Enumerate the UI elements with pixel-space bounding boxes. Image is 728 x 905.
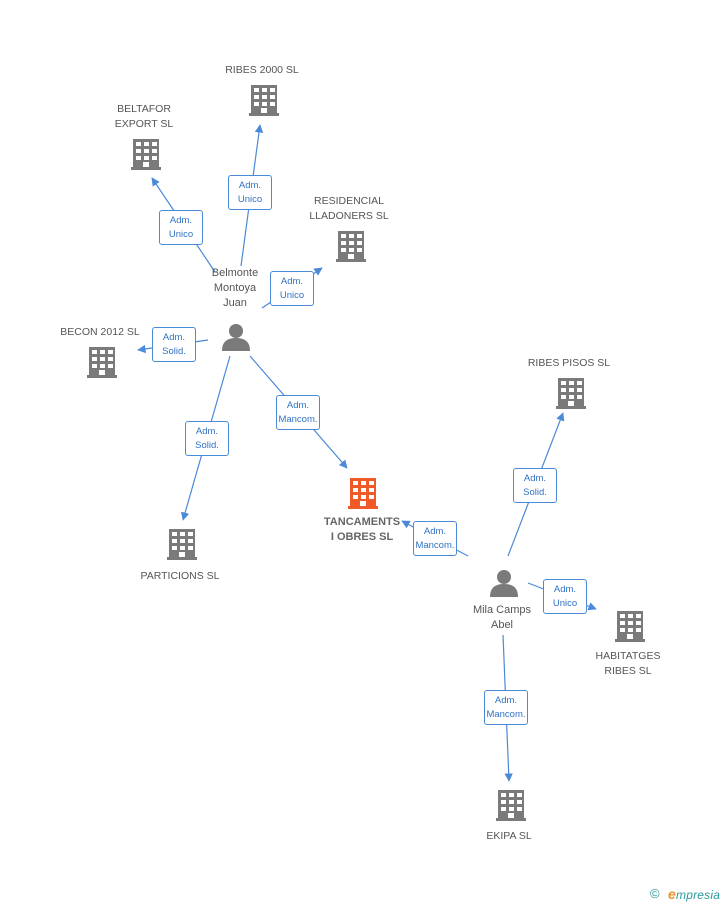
role-badge-particions: Adm. Solid. (185, 421, 229, 456)
company-label-habitatges[interactable]: HABITATGES RIBES SL (595, 650, 661, 677)
company-label-ribes-2000[interactable]: RIBES 2000 SL (225, 64, 299, 76)
company-building-icon (336, 231, 366, 262)
role-badge-residencial: Adm. Unico (270, 271, 314, 306)
person-label-belmonte[interactable]: Belmonte Montoya Juan (211, 267, 259, 309)
company-building-icon (556, 378, 586, 409)
company-label-becon[interactable]: BECON 2012 SL (60, 326, 140, 338)
company-building-icon (167, 529, 197, 560)
role-badge-ribes2000: Adm. Unico (228, 175, 272, 210)
company-building-icon (249, 85, 279, 116)
role-badge-becon: Adm. Solid. (152, 327, 196, 362)
company-building-icon (615, 611, 645, 642)
company-building-icon (131, 139, 161, 170)
person-icon (490, 570, 518, 597)
company-building-icon (496, 790, 526, 821)
company-building-icon-main (348, 478, 378, 509)
company-label-beltafor[interactable]: BELTAFOR EXPORT SL (114, 103, 174, 130)
company-label-ribes-pisos[interactable]: RIBES PISOS SL (527, 357, 611, 369)
brand-logo[interactable]: empresia (668, 886, 720, 902)
copyright-icon: © (650, 886, 660, 901)
person-icon (222, 324, 250, 351)
company-building-icon (87, 347, 117, 378)
company-label-tancaments[interactable]: TANCAMENTS I OBRES SL (323, 516, 401, 543)
company-label-particions[interactable]: PARTICIONS SL (140, 570, 220, 582)
brand-name: mpresia (676, 888, 721, 902)
role-badge-ekipa: Adm. Mancom. (484, 690, 528, 725)
brand-initial: e (668, 886, 676, 902)
role-badge-beltafor: Adm. Unico (159, 210, 203, 245)
person-label-mila[interactable]: Mila Camps Abel (472, 604, 532, 631)
role-badge-tancaments-mila: Adm. Mancom. (413, 521, 457, 556)
role-badge-tancaments-belmonte: Adm. Mancom. (276, 395, 320, 430)
role-badge-ribespisos: Adm. Solid. (513, 468, 557, 503)
role-badge-habitatges: Adm. Unico (543, 579, 587, 614)
company-label-residencial[interactable]: RESIDENCIAL LLADONERS SL (309, 195, 389, 222)
company-label-ekipa[interactable]: EKIPA SL (486, 830, 532, 842)
